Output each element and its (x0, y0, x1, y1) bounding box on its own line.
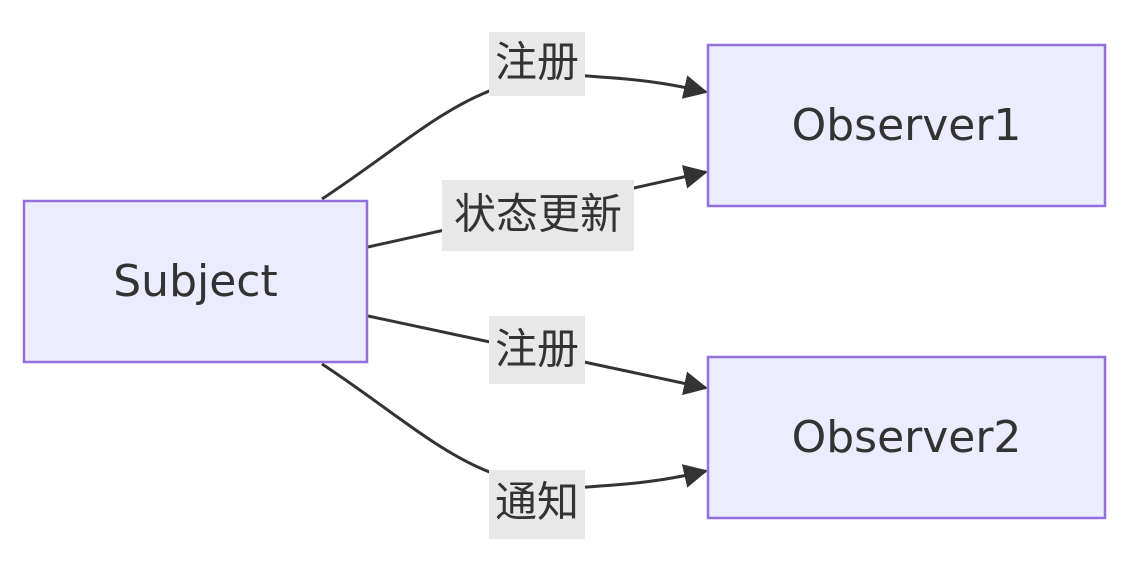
edge-label-notify: 通知 (489, 470, 585, 539)
node-observer2-label: Observer2 (792, 412, 1022, 463)
node-observer1[interactable]: Observer1 (706, 43, 1107, 208)
node-observer1-label: Observer1 (792, 100, 1022, 151)
node-observer2[interactable]: Observer2 (706, 355, 1107, 520)
edge-label-register-2-text: 注册 (495, 325, 579, 374)
edge-label-register-2: 注册 (489, 316, 585, 384)
node-subject-label: Subject (113, 256, 277, 307)
edge-label-register-1-text: 注册 (495, 38, 579, 87)
edge-label-state-update-text: 状态更新 (454, 190, 622, 239)
edge-label-state-update: 状态更新 (442, 180, 634, 251)
edge-label-notify-text: 通知 (495, 478, 579, 527)
node-subject[interactable]: Subject (22, 199, 369, 364)
edge-label-register-1: 注册 (489, 32, 585, 96)
